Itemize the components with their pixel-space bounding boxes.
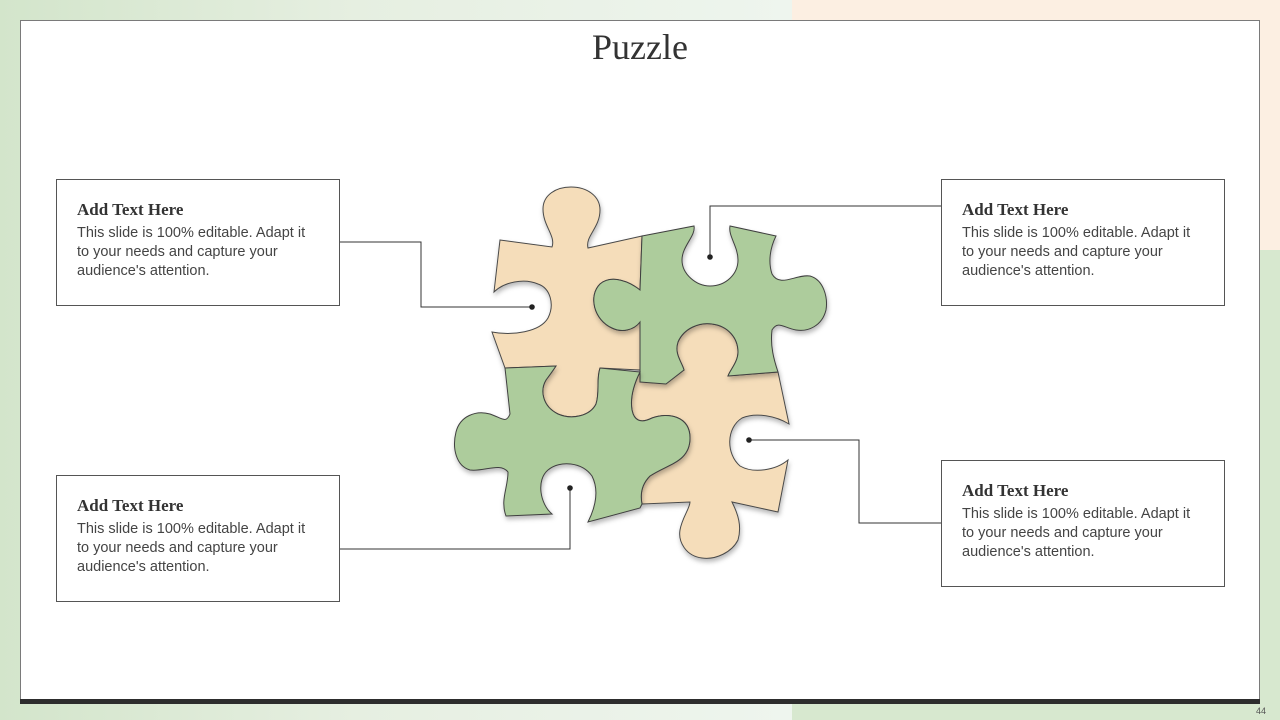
text-box-bottom-right[interactable]: Add Text Here This slide is 100% editabl… [941, 460, 1225, 587]
connector-dot-top-right [707, 254, 713, 260]
text-box-heading: Add Text Here [962, 200, 1069, 219]
page-number: 44 [1255, 706, 1266, 716]
puzzle-piece-top-left[interactable] [491, 186, 643, 418]
text-box-body: This slide is 100% editable. Adapt it to… [77, 521, 306, 575]
text-box-heading: Add Text Here [77, 200, 184, 219]
connector-bottom-left [340, 488, 571, 550]
connector-dot-bottom-left [567, 485, 573, 491]
text-box-heading: Add Text Here [962, 481, 1069, 500]
text-box-top-right[interactable]: Add Text Here This slide is 100% editabl… [941, 179, 1225, 306]
connector-top-right [709, 205, 941, 257]
connector-top-left [340, 241, 532, 308]
text-box-body: This slide is 100% editable. Adapt it to… [962, 506, 1191, 560]
connector-dot-top-left [529, 304, 535, 310]
text-box-body: This slide is 100% editable. Adapt it to… [962, 225, 1191, 279]
connector-bottom-right [749, 439, 941, 524]
puzzle-piece-top-right[interactable] [593, 225, 827, 385]
slide-bottom-bar [20, 699, 1260, 704]
text-box-body: This slide is 100% editable. Adapt it to… [77, 225, 306, 279]
connector-dot-bottom-right [746, 437, 752, 443]
slide-title[interactable]: Puzzle [592, 27, 688, 67]
puzzle-piece-bottom-left[interactable] [454, 365, 691, 523]
text-box-heading: Add Text Here [77, 496, 184, 515]
connector-dots [529, 254, 752, 491]
text-box-bottom-left[interactable]: Add Text Here This slide is 100% editabl… [56, 475, 340, 602]
callout-connectors [340, 205, 941, 550]
text-box-top-left[interactable]: Add Text Here This slide is 100% editabl… [56, 179, 340, 306]
